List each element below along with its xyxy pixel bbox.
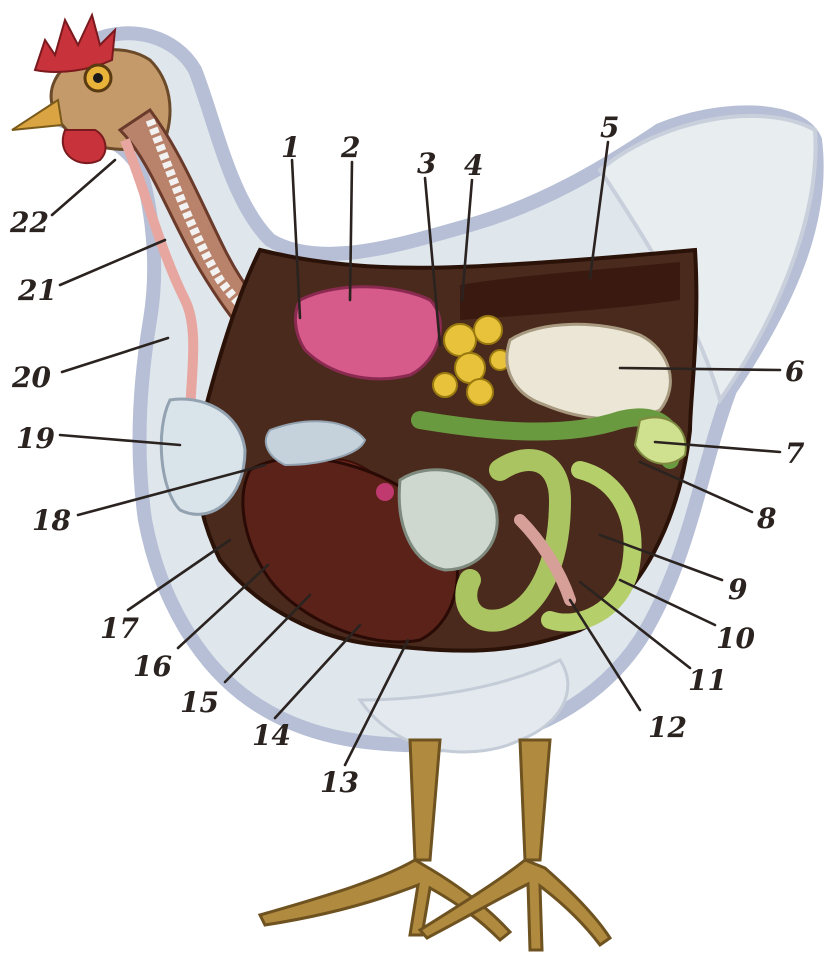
label-14: 14: [252, 719, 291, 752]
label-2: 2: [340, 131, 360, 164]
label-21: 21: [17, 274, 57, 307]
label-15: 15: [180, 686, 219, 719]
label-5: 5: [600, 111, 619, 144]
label-22: 22: [9, 206, 49, 239]
label-17: 17: [100, 612, 139, 645]
gall-bladder: [376, 483, 394, 501]
label-3: 3: [417, 147, 436, 180]
label-1: 1: [281, 131, 300, 164]
label-12: 12: [648, 711, 687, 744]
label-16: 16: [133, 650, 172, 683]
label-7: 7: [785, 437, 805, 470]
label-18: 18: [32, 504, 71, 537]
label-8: 8: [756, 502, 776, 535]
label-20: 20: [11, 361, 51, 394]
label-11: 11: [688, 664, 727, 697]
label-6: 6: [785, 355, 804, 388]
legs: [260, 740, 610, 950]
comb: [35, 15, 115, 72]
wattle: [63, 130, 106, 163]
beak: [12, 100, 62, 130]
label-19: 19: [16, 422, 55, 455]
label-13: 13: [320, 766, 359, 799]
label-10: 10: [716, 622, 755, 655]
label-4: 4: [464, 149, 483, 182]
label-9: 9: [728, 573, 747, 606]
